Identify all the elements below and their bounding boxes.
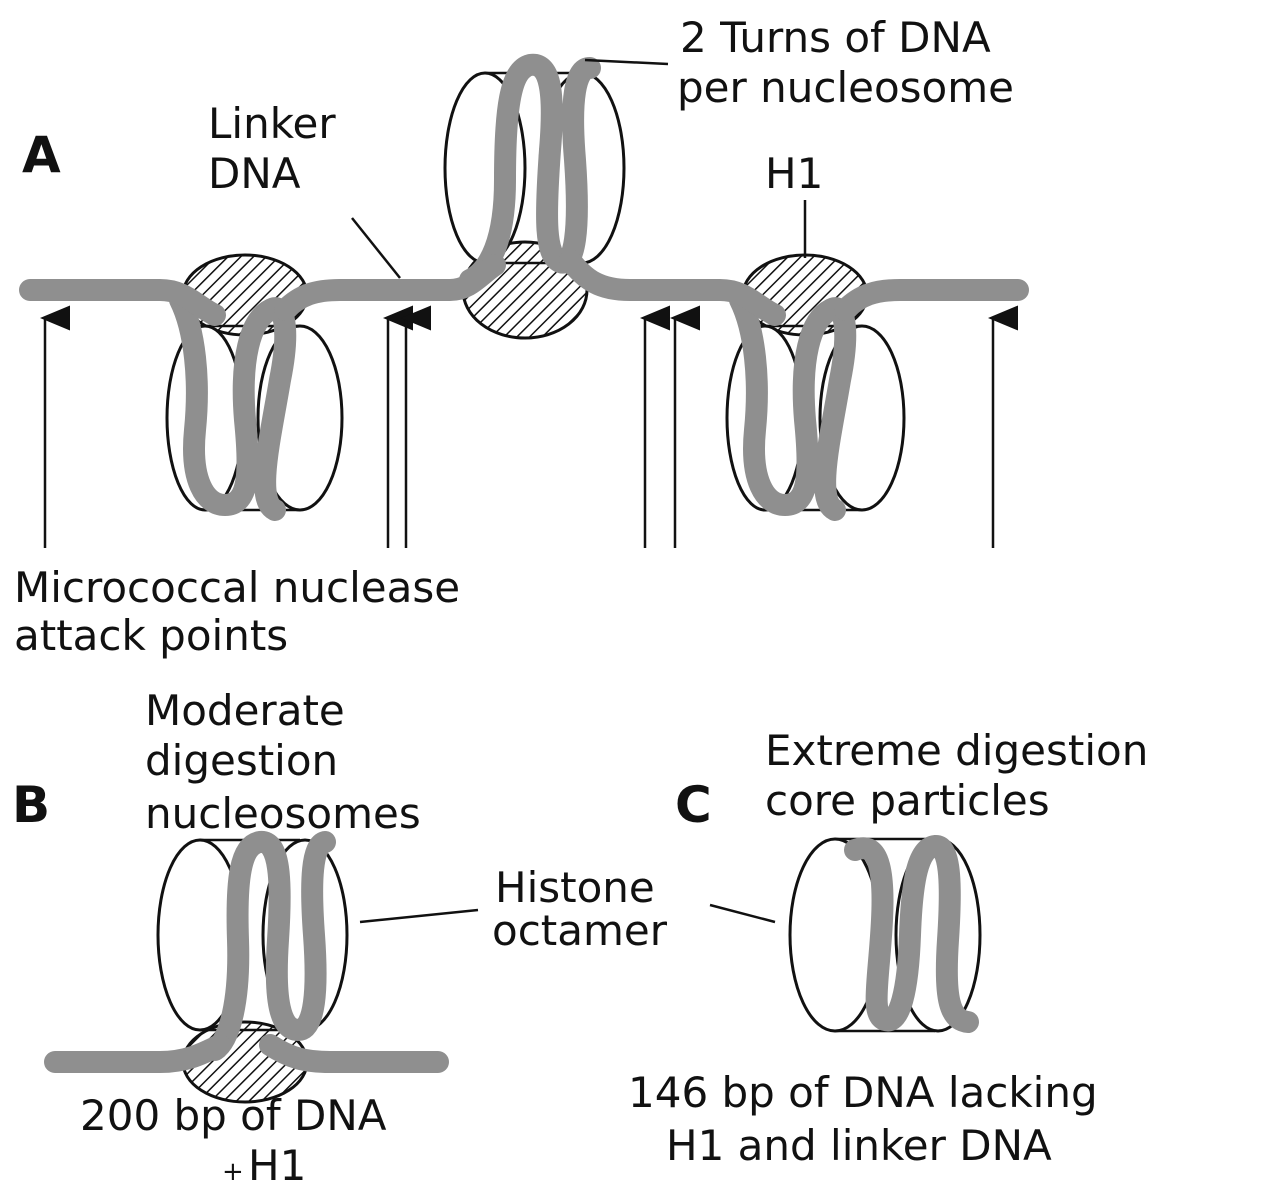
- nucleosome-right: [725, 289, 906, 521]
- linker-label-line2: DNA: [208, 149, 301, 198]
- octamer-label-line1: Histone: [495, 863, 655, 912]
- dna-strand-b: [44, 1034, 449, 1073]
- panel-b-title-line3: nucleosomes: [145, 789, 421, 838]
- octamer-leader-right: [709, 903, 776, 924]
- octamer-leader-left: [359, 908, 479, 924]
- panel-label-a: A: [22, 126, 61, 184]
- panel-label-c: C: [675, 776, 712, 834]
- panel-c-caption-line1: 146 bp of DNA lacking: [628, 1068, 1098, 1117]
- linker-leader-line: [351, 217, 401, 279]
- turns-leader-line: [584, 58, 669, 66]
- panel-b-title-line2: digestion: [145, 736, 338, 785]
- panel-b-caption-plus: +: [222, 1157, 244, 1187]
- panel-b-caption-line2: H1: [248, 1141, 306, 1190]
- attack-label-line1: Micrococcal nuclease: [14, 563, 460, 612]
- octamer-label-line2: octamer: [492, 906, 668, 955]
- panel-c-title-line2: core particles: [765, 776, 1050, 825]
- panel-b-title-line1: Moderate: [145, 686, 345, 735]
- panel-label-b: B: [12, 776, 50, 834]
- nuclease-arrows: [40, 305, 1018, 548]
- panel-c-title-line1: Extreme digestion: [765, 726, 1148, 775]
- panel-c-caption-line2: H1 and linker DNA: [666, 1121, 1052, 1170]
- panel-b-caption-line1: 200 bp of DNA: [80, 1091, 387, 1140]
- h1-label: H1: [765, 149, 823, 198]
- nucleosome-b: [156, 831, 349, 1061]
- core-particle-c: [788, 835, 982, 1033]
- dna-strand-a: [19, 249, 1029, 326]
- turns-label-line2: per nucleosome: [677, 63, 1014, 112]
- linker-label-line1: Linker: [208, 99, 336, 148]
- turns-label-line1: 2 Turns of DNA: [680, 13, 991, 62]
- nucleosome-left: [165, 289, 344, 521]
- attack-label-line2: attack points: [14, 611, 288, 660]
